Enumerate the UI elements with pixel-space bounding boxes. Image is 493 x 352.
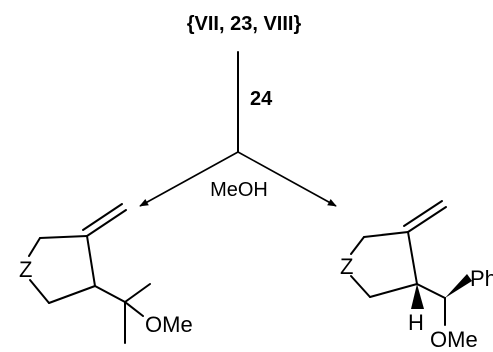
right-methylene-bond-2: [403, 200, 443, 227]
right-methoxy-label: OMe: [430, 327, 478, 347]
right-ring-hydrogen-wedge: [411, 284, 424, 309]
left-quaternary-methyl-up: [124, 283, 151, 303]
left-quaternary-to-ome-bond: [124, 301, 144, 317]
right-phenyl-label: Ph: [470, 266, 493, 291]
right-benzylic-phenyl-wedge: [445, 274, 472, 298]
reagent-set-label: {VII, 23, VIII}: [187, 13, 302, 35]
left-ring-to-quaternary-bond: [94, 285, 126, 303]
right-product-structure: Z Ph H OMe: [340, 200, 493, 352]
left-ring-bond-z-top: [28, 237, 41, 257]
right-hydrogen-label: H: [408, 310, 424, 335]
right-methylene-bond-1: [407, 206, 447, 233]
left-methylene-bond-2: [82, 203, 123, 231]
left-methylene-bond-1: [86, 209, 127, 237]
right-ring-atom-z: Z: [340, 254, 353, 279]
arrow-to-right-product: [237, 151, 337, 207]
catalyst-label: 24: [250, 88, 273, 110]
right-ring-to-benzylic-bond: [416, 283, 446, 299]
arrow-to-left-product: [139, 151, 239, 207]
right-ring-bond-top: [363, 231, 409, 238]
right-ring-bond-z-top: [350, 236, 365, 255]
left-ring-bond-top: [39, 235, 88, 239]
right-ring-bond-right: [407, 231, 418, 285]
left-ring-bond-right: [86, 235, 96, 287]
left-product-structure: Z OMe: [19, 203, 193, 344]
solvent-label: MeOH: [210, 179, 268, 201]
left-ring-bond-z-bottom: [29, 279, 50, 304]
right-ring-bond-z-bottom: [350, 275, 371, 298]
left-ring-bond-bottom: [48, 285, 96, 304]
left-methoxy-label: OMe: [145, 312, 193, 337]
right-ring-bond-bottom: [369, 283, 418, 298]
left-ring-atom-z: Z: [19, 257, 32, 282]
